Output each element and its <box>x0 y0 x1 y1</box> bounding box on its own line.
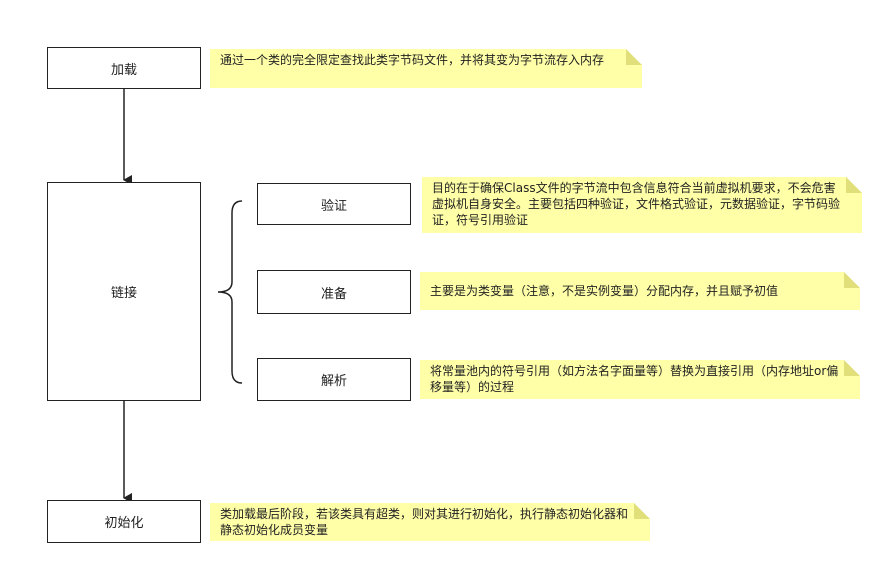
note-resolve-text: 将常量池内的符号引用（如方法名字面量等）替换为直接引用（内存地址or偏移量等）的… <box>430 364 839 394</box>
note-fold-icon <box>844 360 860 376</box>
substage-verify-box: 验证 <box>257 183 411 225</box>
note-init: 类加载最后阶段，若该类具有超类，则对其进行初始化，执行静态初始化器和静态初始化成… <box>210 503 650 541</box>
stage-init-label: 初始化 <box>104 516 144 531</box>
note-fold-icon <box>844 272 860 288</box>
substage-prepare-label: 准备 <box>320 286 347 302</box>
stage-load-label: 加载 <box>110 62 137 78</box>
note-prepare-text: 主要是为类变量（注意，不是实例变量）分配内存，并且赋予初值 <box>430 284 779 298</box>
note-init-text: 类加载最后阶段，若该类具有超类，则对其进行初始化，执行静态初始化器和静态初始化成… <box>220 507 629 537</box>
substage-resolve-box: 解析 <box>257 358 411 401</box>
note-resolve: 将常量池内的符号引用（如方法名字面量等）替换为直接引用（内存地址or偏移量等）的… <box>420 360 860 399</box>
stage-link-box: 链接 <box>47 182 201 401</box>
note-fold-icon <box>846 177 862 193</box>
stage-link-label: 链接 <box>110 286 137 301</box>
substage-prepare-box: 准备 <box>257 270 411 314</box>
note-verify: 目的在于确保Class文件的字节流中包含信息符合当前虚拟机要求，不会危害虚拟机自… <box>422 177 862 233</box>
note-fold-icon <box>626 49 642 65</box>
substage-verify-label: 验证 <box>320 198 347 214</box>
note-fold-icon <box>634 503 650 519</box>
note-verify-text: 目的在于确保Class文件的字节流中包含信息符合当前虚拟机要求，不会危害虚拟机自… <box>432 181 841 227</box>
note-prepare: 主要是为类变量（注意，不是实例变量）分配内存，并且赋予初值 <box>420 272 860 310</box>
note-load-text: 通过一个类的完全限定查找此类字节码文件，并将其变为字节流存入内存 <box>220 53 605 67</box>
note-load: 通过一个类的完全限定查找此类字节码文件，并将其变为字节流存入内存 <box>210 49 642 88</box>
stage-load-box: 加载 <box>47 47 201 89</box>
substage-resolve-label: 解析 <box>320 374 347 389</box>
curly-brace <box>217 200 243 384</box>
stage-init-box: 初始化 <box>47 500 201 543</box>
